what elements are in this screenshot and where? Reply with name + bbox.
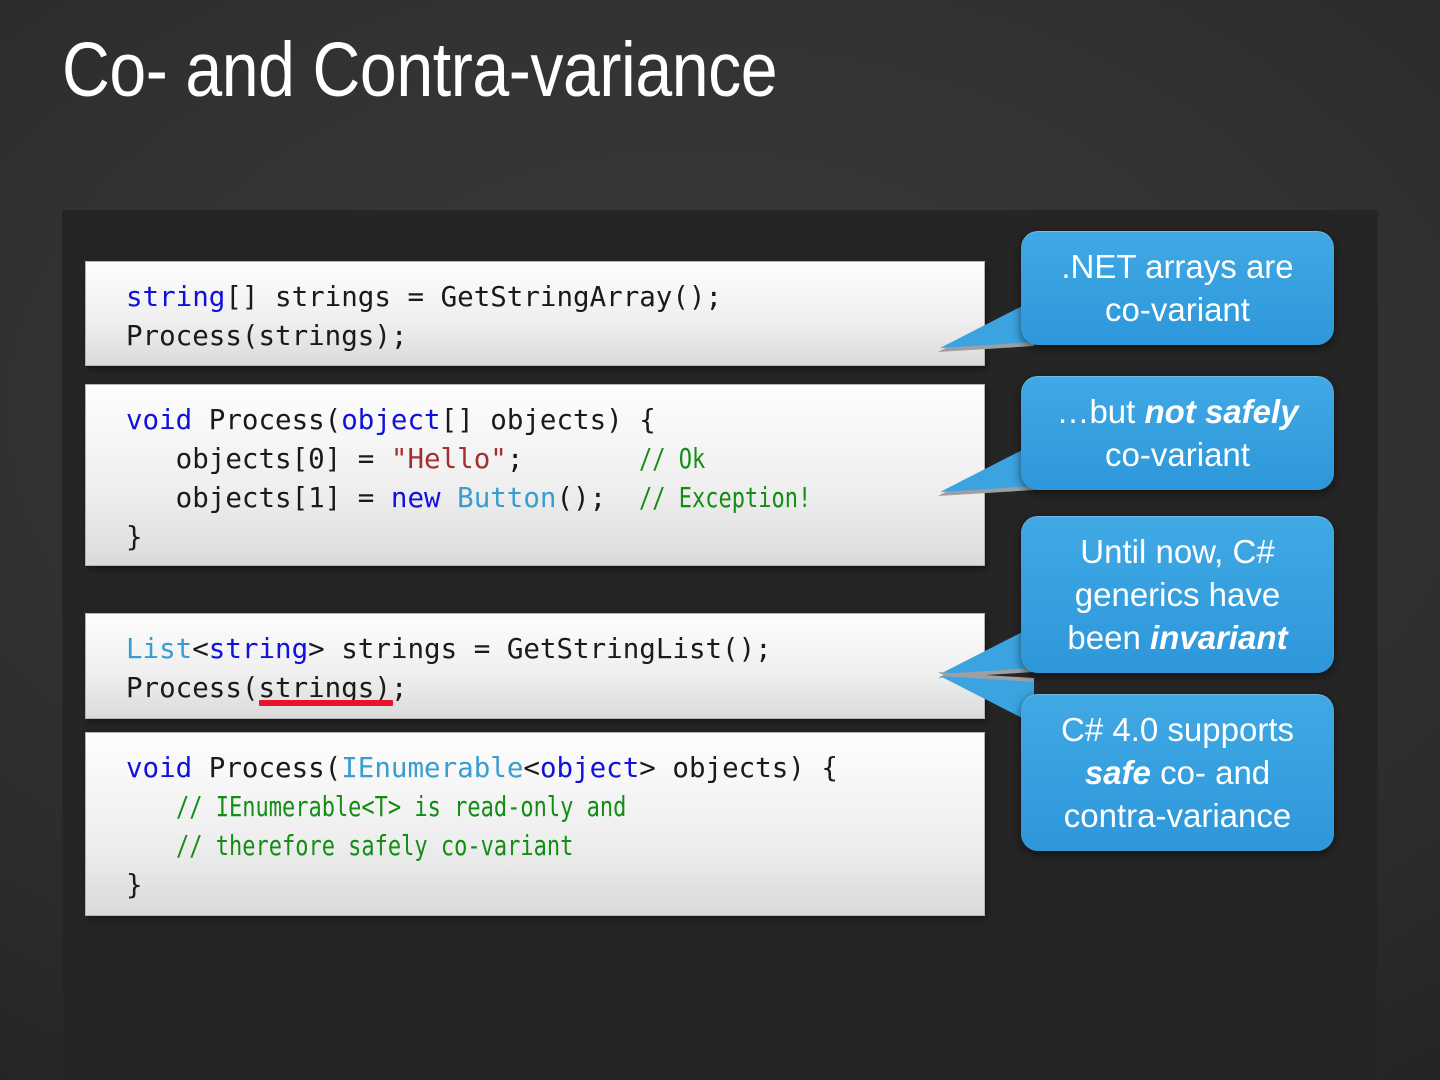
callout-net-arrays-covariant[interactable]: .NET arrays are co-variant <box>1021 231 1334 345</box>
code-token: > strings = GetStringList(); <box>308 633 772 665</box>
callout-generics-invariant[interactable]: Until now, C# generics have been invaria… <box>1021 516 1334 673</box>
code-token-kw: object <box>539 752 640 784</box>
code-line: Process(strings); <box>126 669 964 708</box>
code-token-cmt-narrow: // IEnumerable<T> is read-only and <box>175 791 627 823</box>
code-token: Process( <box>192 404 342 436</box>
code-line: // IEnumerable<T> is read-only and <box>126 788 964 827</box>
code-token <box>441 482 458 514</box>
callout-run: C# 4.0 supports <box>1061 711 1294 748</box>
code-token: Process(strings); <box>126 320 408 352</box>
callout-csharp4-safe-variance[interactable]: C# 4.0 supports safe co- and contra-vari… <box>1021 694 1334 851</box>
code-token-kw: new <box>390 482 441 514</box>
code-token: Process( <box>192 752 342 784</box>
code-token-typ: List <box>126 633 193 665</box>
code-token-kw: void <box>126 752 193 784</box>
code-block-process-object-array[interactable]: void Process(object[] objects) { objects… <box>86 385 984 565</box>
callout-text: Until now, C# generics have been invaria… <box>1021 530 1334 659</box>
code-token: [] objects) { <box>440 404 656 436</box>
code-line: objects[1] = new Button(); // Exception! <box>126 479 964 518</box>
code-block-string-array[interactable]: string[] strings = GetStringArray();Proc… <box>86 262 984 365</box>
code-token: (); <box>556 482 640 514</box>
code-token: objects[1] = <box>126 482 391 514</box>
callout-text: …but not safely co-variant <box>1021 390 1334 476</box>
code-line: } <box>126 866 964 905</box>
code-token-kw: string <box>126 281 226 313</box>
code-block-process-ienumerable[interactable]: void Process(IEnumerable<object> objects… <box>86 733 984 915</box>
code-token: ; <box>390 672 408 704</box>
page-title: Co- and Contra-variance <box>62 27 778 113</box>
code-token <box>126 830 176 862</box>
code-line: List<string> strings = GetStringList(); <box>126 630 964 669</box>
callout-text: C# 4.0 supports safe co- and contra-vari… <box>1021 708 1334 837</box>
code-token: [] strings = GetStringArray(); <box>225 281 723 313</box>
code-token-redline: strings) <box>258 669 394 708</box>
code-token: < <box>192 633 209 665</box>
callout-text: .NET arrays are co-variant <box>1021 245 1334 331</box>
code-token: > objects) { <box>639 752 838 784</box>
code-token: } <box>126 521 143 553</box>
code-token-kw: object <box>341 404 441 436</box>
code-line: Process(strings); <box>126 317 964 356</box>
code-token-cmt-narrow: // Exception! <box>639 482 812 514</box>
code-line: void Process(object[] objects) { <box>126 401 964 440</box>
code-token: ; <box>506 443 640 475</box>
code-token-typ: IEnumerable <box>341 752 524 784</box>
code-token-kw: void <box>126 404 193 436</box>
code-block-list-string[interactable]: List<string> strings = GetStringList();P… <box>86 614 984 718</box>
code-token-cmt-narrow: // therefore safely co-variant <box>175 830 574 862</box>
code-line: } <box>126 518 964 557</box>
code-token: Process( <box>126 672 259 704</box>
code-token: } <box>126 869 143 901</box>
callout-not-safely-covariant[interactable]: …but not safely co-variant <box>1021 376 1334 490</box>
code-token-str: "Hello" <box>390 443 507 475</box>
callout-run: .NET arrays are co-variant <box>1061 248 1294 328</box>
callout-run: co-variant <box>1105 436 1250 473</box>
code-line: objects[0] = "Hello"; // Ok <box>126 440 964 479</box>
code-token <box>126 791 176 823</box>
callout-emphasis: not safely <box>1144 393 1299 430</box>
callout-emphasis: invariant <box>1150 619 1288 656</box>
code-token: objects[0] = <box>126 443 391 475</box>
callout-run: …but <box>1056 393 1145 430</box>
code-token: < <box>523 752 540 784</box>
code-token-typ: Button <box>457 482 557 514</box>
code-line: void Process(IEnumerable<object> objects… <box>126 749 964 788</box>
code-line: string[] strings = GetStringArray(); <box>126 278 964 317</box>
code-line: // therefore safely co-variant <box>126 827 964 866</box>
callout-emphasis: safe <box>1084 754 1151 791</box>
callout-run: co- and contra-variance <box>1063 754 1292 834</box>
code-token-cmt-narrow: // Ok <box>639 443 706 475</box>
callout-run: Until now, C# generics have been <box>1067 533 1281 656</box>
code-token-kw: string <box>208 633 309 665</box>
